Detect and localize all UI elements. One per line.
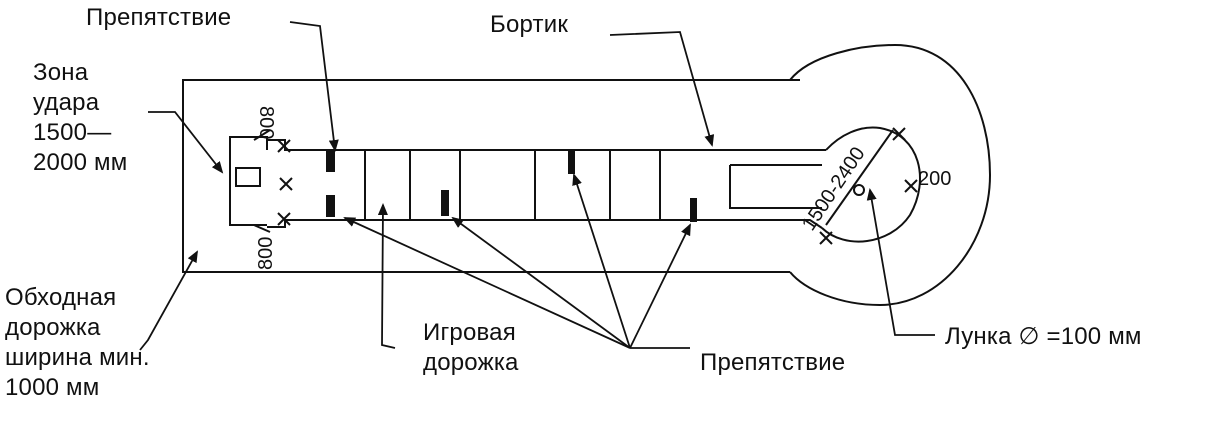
label-hole: Лунка ∅ =100 мм [945,323,1142,350]
label-obstacle-top: Препятствие [86,4,232,31]
obstacle-4 [568,150,575,174]
label-hit-zone: Зона удара 1500— 2000 мм [33,58,127,178]
leader-hole [866,188,935,336]
leader-hit-zone [148,111,224,174]
obstacle-3 [441,190,449,216]
hit-zone-outline [229,136,268,226]
hit-zone-line-4: 2000 мм [33,149,128,176]
leader-obstacle-bottom-2 [451,216,631,349]
bypass-line-4: 1000 мм [5,374,100,401]
play-lane-line-1: Игровая [423,319,516,346]
obstacle-1 [326,150,335,172]
hit-zone-line-1: Зона [33,59,89,86]
label-play-lane: Игровая дорожка [423,318,519,378]
leader-bypass [139,250,198,351]
hole [853,184,865,196]
obstacle-5 [690,198,697,222]
label-border: Бортик [490,11,569,38]
outer-circle [789,43,992,307]
inner-circle [821,126,921,243]
leader-play-lane [377,203,396,349]
leader-obstacle-bottom-1 [343,217,631,349]
play-lane-border [266,139,826,151]
outer-boundary [182,79,800,273]
markers [277,127,918,245]
bypass-line-1: Обходная [5,284,117,311]
obstacles [326,150,697,222]
leader-obstacle-bottom-3 [572,173,631,349]
bypass-line-2: дорожка [5,314,101,341]
obstacle-2 [326,195,335,217]
dim-top-800: 800 [255,106,277,139]
play-lane-line-2: дорожка [423,349,519,376]
label-bypass-path: Обходная дорожка ширина мин. 1000 мм [5,283,150,403]
dim-bottom-800: 800 [255,237,277,270]
leader-border [609,31,715,147]
hit-zone-line-3: 1500— [33,119,112,146]
dim-hole-offset: 200 [918,168,951,190]
bypass-line-3: ширина мин. [5,344,150,371]
leader-obstacle-bottom-4 [629,223,691,349]
lane-divisions [364,150,661,220]
dim-hole-radius: 1500-2400 [798,143,870,235]
label-obstacle-bottom: Препятствие [700,349,846,376]
hit-zone-line-2: удара [33,89,100,116]
leader-obstacle-top [289,21,339,152]
